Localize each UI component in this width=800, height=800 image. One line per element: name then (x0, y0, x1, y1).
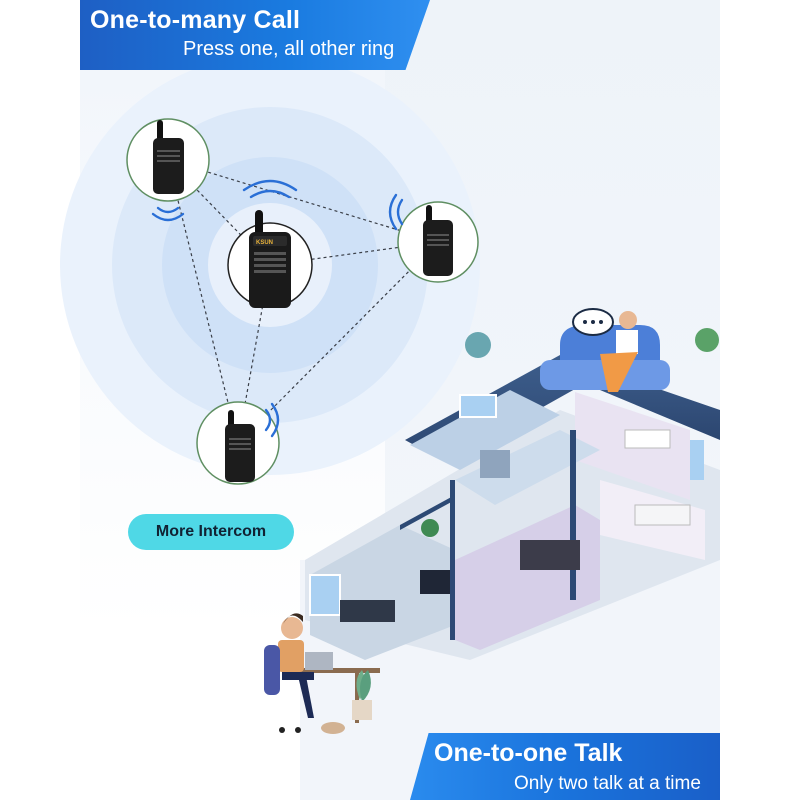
person-at-desk (264, 613, 380, 734)
person-on-sofa (540, 311, 670, 392)
radio-node-top-left (126, 118, 210, 202)
signal-wave-icon (151, 179, 404, 438)
radio-node-center: KSUN (227, 210, 313, 308)
radio-node-bottom (196, 401, 280, 485)
walkie-talkie-icon (423, 205, 453, 276)
walkie-talkie-icon (249, 210, 291, 308)
one-to-many-banner: One-to-many Call Press one, all other ri… (80, 0, 430, 70)
chat-bubble-icon (572, 308, 614, 336)
one-to-one-banner: One-to-one Talk Only two talk at a time (410, 733, 720, 800)
one-to-one-subtitle: Only two talk at a time (514, 773, 701, 794)
walkie-talkie-icon (153, 120, 184, 194)
one-to-many-subtitle: Press one, all other ring (183, 38, 395, 60)
more-intercom-button[interactable]: More Intercom (128, 514, 294, 550)
one-to-many-title: One-to-many Call (90, 6, 301, 34)
radio-node-right (397, 201, 479, 283)
radio-brand-label: KSUN (256, 240, 273, 246)
one-to-one-title: One-to-one Talk (434, 739, 623, 767)
walkie-talkie-icon (225, 410, 255, 482)
